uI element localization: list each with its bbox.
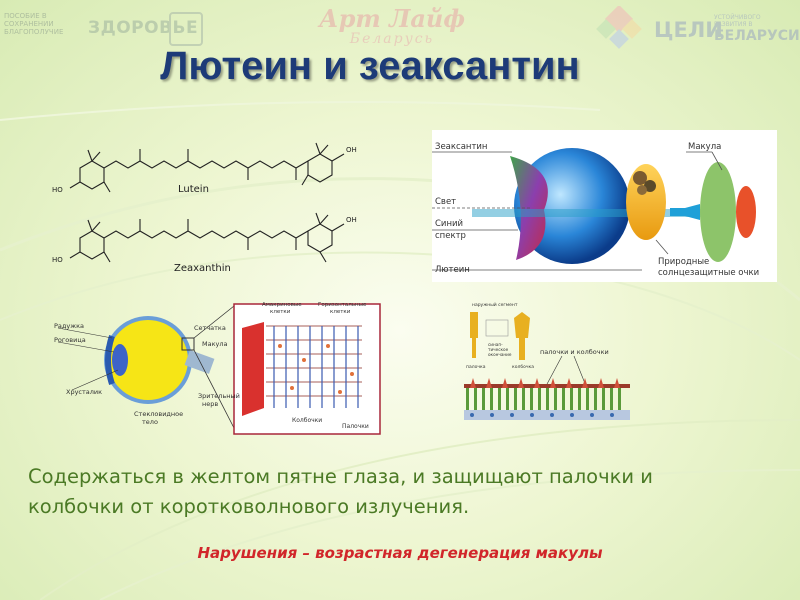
health-logo: ПОСОБИЕ В СОХРАНЕНИИ БЛАГОПОЛУЧИЕ ЗДОРОВ…	[4, 8, 204, 48]
lutein-label: Lutein	[178, 184, 209, 195]
label-natural-2: солнцезащитные очки	[658, 268, 759, 278]
body-text: Содержаться в желтом пятне глаза, и защи…	[28, 462, 788, 522]
sdg-logo-country: БЕЛАРУСИ	[714, 28, 800, 44]
macula-shape	[700, 162, 736, 262]
label-macula-eye: Макула	[202, 340, 228, 348]
label-horizontal-1: Горизонтальные	[318, 302, 367, 308]
footer-disorders-text: Нарушения – возрастная дегенерация макул…	[197, 544, 603, 562]
label-natural-1: Природные	[658, 257, 709, 267]
sdg-logo: ЦЕЛИ УСТОЙЧИВОГО РАЗВИТИЯ В БЕЛАРУСИ	[596, 6, 800, 50]
chemical-structures: HO OH Lutein HO OH Zeaxanthin	[52, 142, 357, 274]
label-amacrine-1: Амакриновые	[262, 302, 302, 308]
label-synaptic-1: синап-	[488, 342, 503, 347]
vitreous-body	[108, 320, 188, 400]
body-text-line-2: колбочки от коротковолнового излучения.	[28, 495, 470, 518]
health-logo-icon	[169, 12, 203, 46]
label-macula: Макула	[688, 142, 721, 152]
label-blue-1: Синий	[435, 219, 463, 229]
label-optic-1: Зрительный	[198, 392, 240, 400]
label-rod: палочка	[466, 365, 486, 370]
label-cones: Колбочки	[292, 417, 322, 424]
lutein-ho-label: HO	[52, 186, 63, 194]
label-iris: Радужка	[54, 322, 84, 330]
retina-vessel-layer	[242, 322, 264, 416]
eye-anatomy-diagram: Радужка Роговица Хрусталик Стекловидное …	[54, 302, 381, 435]
body-text-line-1: Содержаться в желтом пятне глаза, и защи…	[28, 465, 653, 488]
label-rods-and-cones: палочки и колбочки	[540, 348, 609, 356]
label-zeaxanthin: Зеаксантин	[435, 142, 488, 152]
health-logo-small-text: ПОСОБИЕ В СОХРАНЕНИИ БЛАГОПОЛУЧИЕ	[4, 12, 64, 36]
header-logos: ПОСОБИЕ В СОХРАНЕНИИ БЛАГОПОЛУЧИЕ ЗДОРОВ…	[0, 0, 800, 52]
lutein-protection-diagram: Зеаксантин Свет Синий спектр Лютеин Маку…	[432, 130, 777, 282]
label-vitreous-1: Стекловидное	[134, 410, 183, 418]
label-rods: Палочки	[342, 423, 369, 430]
label-amacrine-2: клетки	[270, 309, 291, 315]
label-synaptic-3: окончание	[488, 352, 512, 357]
label-optic-2: нерв	[202, 400, 218, 408]
macula-red-shape	[736, 186, 756, 238]
sdg-ornament-icon	[596, 6, 642, 49]
zeaxanthin-structure	[69, 212, 345, 263]
lutein-structure	[69, 142, 345, 193]
label-outer-segment: наружный сегмент	[472, 301, 518, 308]
label-blue-2: спектр	[435, 231, 466, 241]
label-lens: Хрусталик	[66, 388, 102, 396]
label-light: Свет	[435, 197, 456, 207]
art-life-logo-main: Арт Лайф	[319, 4, 465, 33]
label-retina: Сетчатка	[194, 324, 226, 332]
zeaxanthin-oh-label: OH	[346, 216, 357, 224]
label-lutein: Лютеин	[435, 265, 470, 275]
lutein-oh-label: OH	[346, 146, 357, 154]
slide-title: Лютеин и зеаксантин	[160, 44, 580, 88]
art-life-logo-sub: Беларусь	[349, 31, 435, 47]
label-synaptic-2: тическое	[488, 347, 509, 352]
label-cornea: Роговица	[54, 336, 86, 344]
rods-cones-diagram: наружный сегмент синап- тическое окончан…	[464, 301, 630, 420]
sdg-logo-main: ЦЕЛИ	[654, 18, 723, 42]
art-life-logo: Арт Лайф Беларусь	[312, 6, 472, 52]
label-horizontal-2: клетки	[330, 309, 351, 315]
zeaxanthin-label: Zeaxanthin	[174, 263, 231, 274]
label-vitreous-2: тело	[142, 418, 158, 426]
photoreceptor-row	[464, 378, 630, 420]
sdg-logo-small: УСТОЙЧИВОГО РАЗВИТИЯ В	[714, 14, 761, 28]
zeaxanthin-ho-label: HO	[52, 256, 63, 264]
label-cone: колбочка	[512, 364, 534, 370]
